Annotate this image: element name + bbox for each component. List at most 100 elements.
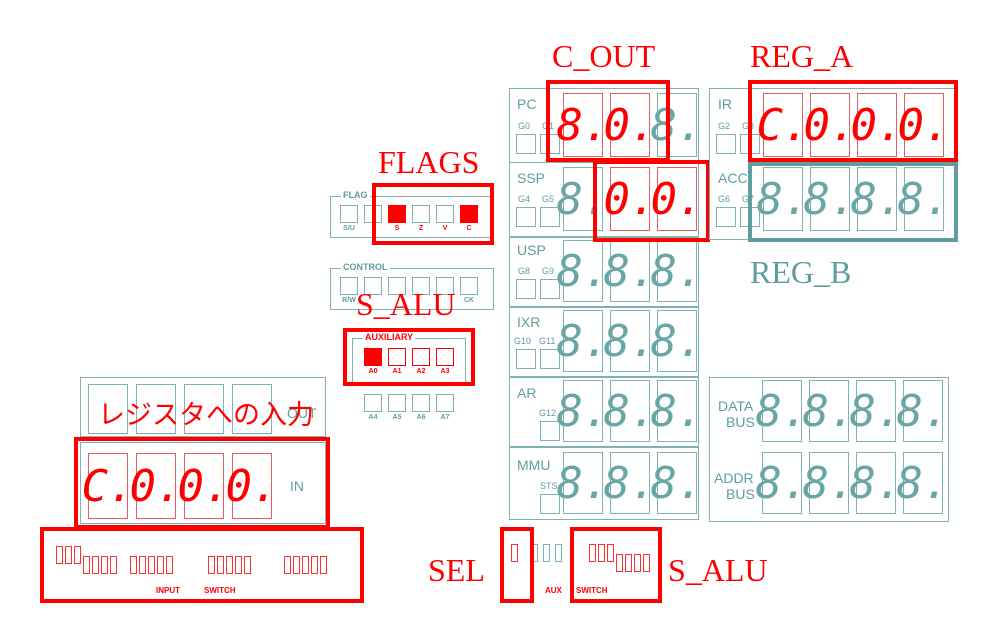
input-switch-16[interactable] bbox=[235, 556, 242, 574]
s-alu-switch-6[interactable] bbox=[634, 554, 641, 572]
input-switch-6[interactable] bbox=[101, 556, 108, 574]
flag-square-6[interactable] bbox=[460, 205, 478, 223]
sel-annotation: SEL bbox=[428, 552, 485, 588]
addr-bus-digit-4: 8. bbox=[897, 452, 950, 514]
ir-label: IR bbox=[718, 96, 732, 112]
input-switch-3[interactable] bbox=[74, 546, 81, 564]
data-bus-digit-2: 8. bbox=[803, 380, 856, 442]
control-square-6[interactable] bbox=[460, 277, 478, 295]
input-switch-19[interactable] bbox=[293, 556, 300, 574]
input-switch-18[interactable] bbox=[284, 556, 291, 574]
usp-digit-2: 8. bbox=[604, 240, 657, 302]
aux2-square-3[interactable] bbox=[412, 394, 430, 412]
flag-square-5[interactable] bbox=[436, 205, 454, 223]
ixr-label: IXR bbox=[517, 314, 541, 330]
input-switch-highlight bbox=[40, 527, 364, 603]
acc-digit-1: 8. bbox=[757, 167, 810, 231]
flag-square-label-3: S bbox=[394, 225, 400, 232]
control-square-1[interactable] bbox=[340, 277, 358, 295]
s-alu-switch-5[interactable] bbox=[625, 554, 632, 572]
input-switch-22[interactable] bbox=[320, 556, 327, 574]
acc-g6-box[interactable] bbox=[716, 207, 736, 227]
aux-switch-label: AUX bbox=[545, 586, 562, 595]
aux2-square-2[interactable] bbox=[388, 394, 406, 412]
control-square-4[interactable] bbox=[412, 277, 430, 295]
c-out-annotation: C_OUT bbox=[552, 38, 656, 74]
control-square-3[interactable] bbox=[388, 277, 406, 295]
input-switch-13[interactable] bbox=[208, 556, 215, 574]
sel-switch[interactable] bbox=[511, 544, 518, 562]
control-square-2[interactable] bbox=[364, 277, 382, 295]
input-switch-14[interactable] bbox=[217, 556, 224, 574]
input-switch-8[interactable] bbox=[130, 556, 137, 574]
mmu-sts-box[interactable] bbox=[540, 494, 560, 514]
data-bus-digit-3: 8. bbox=[850, 380, 903, 442]
ar-g12-box[interactable] bbox=[540, 421, 560, 441]
s-alu-switch-7[interactable] bbox=[643, 554, 650, 572]
input-switch-5[interactable] bbox=[92, 556, 99, 574]
flag-square-4[interactable] bbox=[412, 205, 430, 223]
ssp-label: SSP bbox=[517, 170, 546, 186]
usp-g9-box[interactable] bbox=[540, 279, 560, 299]
reg-b-highlight bbox=[748, 162, 958, 242]
aux-square-3[interactable] bbox=[412, 348, 430, 366]
s-alu-switch-1[interactable] bbox=[589, 544, 596, 562]
input-switch-20[interactable] bbox=[302, 556, 309, 574]
s-alu-switch-4[interactable] bbox=[616, 554, 623, 572]
addr-bus-label-2: BUS bbox=[726, 486, 755, 502]
ssp-g5-box[interactable] bbox=[540, 207, 560, 227]
ir-g2-label: G2 bbox=[718, 121, 731, 131]
out-digit-2 bbox=[136, 384, 176, 434]
input-switch-10[interactable] bbox=[148, 556, 155, 574]
input-switch-12[interactable] bbox=[166, 556, 173, 574]
acc-g6-label: G6 bbox=[718, 194, 731, 204]
out-digit-4 bbox=[232, 384, 272, 434]
s-alu-switch-3[interactable] bbox=[607, 544, 614, 562]
input-switch-label-2: SWITCH bbox=[204, 586, 236, 595]
aux-square-2[interactable] bbox=[388, 348, 406, 366]
ssp-g5-label: G5 bbox=[542, 194, 555, 204]
reg-a-annotation: REG_A bbox=[750, 38, 854, 74]
input-switch-7[interactable] bbox=[110, 556, 117, 574]
input-switch-17[interactable] bbox=[244, 556, 251, 574]
usp-g8-box[interactable] bbox=[516, 279, 536, 299]
pc-g0-box[interactable] bbox=[516, 134, 536, 154]
pc-g1-box[interactable] bbox=[540, 134, 560, 154]
flag-title: FLAG bbox=[341, 190, 370, 200]
input-switch-15[interactable] bbox=[226, 556, 233, 574]
aux-switch-4[interactable] bbox=[555, 544, 562, 562]
s-alu-aux-highlight bbox=[343, 328, 475, 386]
flag-square-1[interactable] bbox=[340, 205, 358, 223]
input-switch-11[interactable] bbox=[157, 556, 164, 574]
addr-bus-digit-2: 8. bbox=[803, 452, 856, 514]
s-alu-switch-2[interactable] bbox=[598, 544, 605, 562]
flag-square-3[interactable] bbox=[388, 205, 406, 223]
ixr-g11-box[interactable] bbox=[540, 349, 560, 369]
aux2-square-1[interactable] bbox=[364, 394, 382, 412]
pc-digit-2: 0. bbox=[604, 93, 657, 157]
addr-bus-digit-3: 8. bbox=[850, 452, 903, 514]
aux-square-label-3: A2 bbox=[416, 368, 426, 375]
ssp-g4-box[interactable] bbox=[516, 207, 536, 227]
ixr-g11-label: G11 bbox=[539, 336, 556, 346]
aux2-square-4[interactable] bbox=[436, 394, 454, 412]
aux-square-4[interactable] bbox=[436, 348, 454, 366]
input-switch-2[interactable] bbox=[65, 546, 72, 564]
input-switch-21[interactable] bbox=[311, 556, 318, 574]
s-alu-switch-highlight bbox=[570, 527, 662, 603]
usp-g8-label: G8 bbox=[518, 266, 531, 276]
aux-square-1[interactable] bbox=[364, 348, 382, 366]
in-highlight bbox=[74, 437, 330, 529]
out-digit-1 bbox=[88, 384, 128, 434]
aux-switch-3[interactable] bbox=[543, 544, 550, 562]
ixr-g10-box[interactable] bbox=[516, 349, 536, 369]
control-group: CONTROL bbox=[330, 262, 494, 310]
input-switch-4[interactable] bbox=[83, 556, 90, 574]
input-switch-9[interactable] bbox=[139, 556, 146, 574]
ir-g2-box[interactable] bbox=[716, 134, 736, 154]
ssp-g4-label: G4 bbox=[518, 194, 531, 204]
pc-digit-1: 8. bbox=[557, 93, 610, 157]
input-switch-1[interactable] bbox=[56, 546, 63, 564]
aux-square-label-1: A0 bbox=[368, 368, 378, 375]
control-square-5[interactable] bbox=[436, 277, 454, 295]
